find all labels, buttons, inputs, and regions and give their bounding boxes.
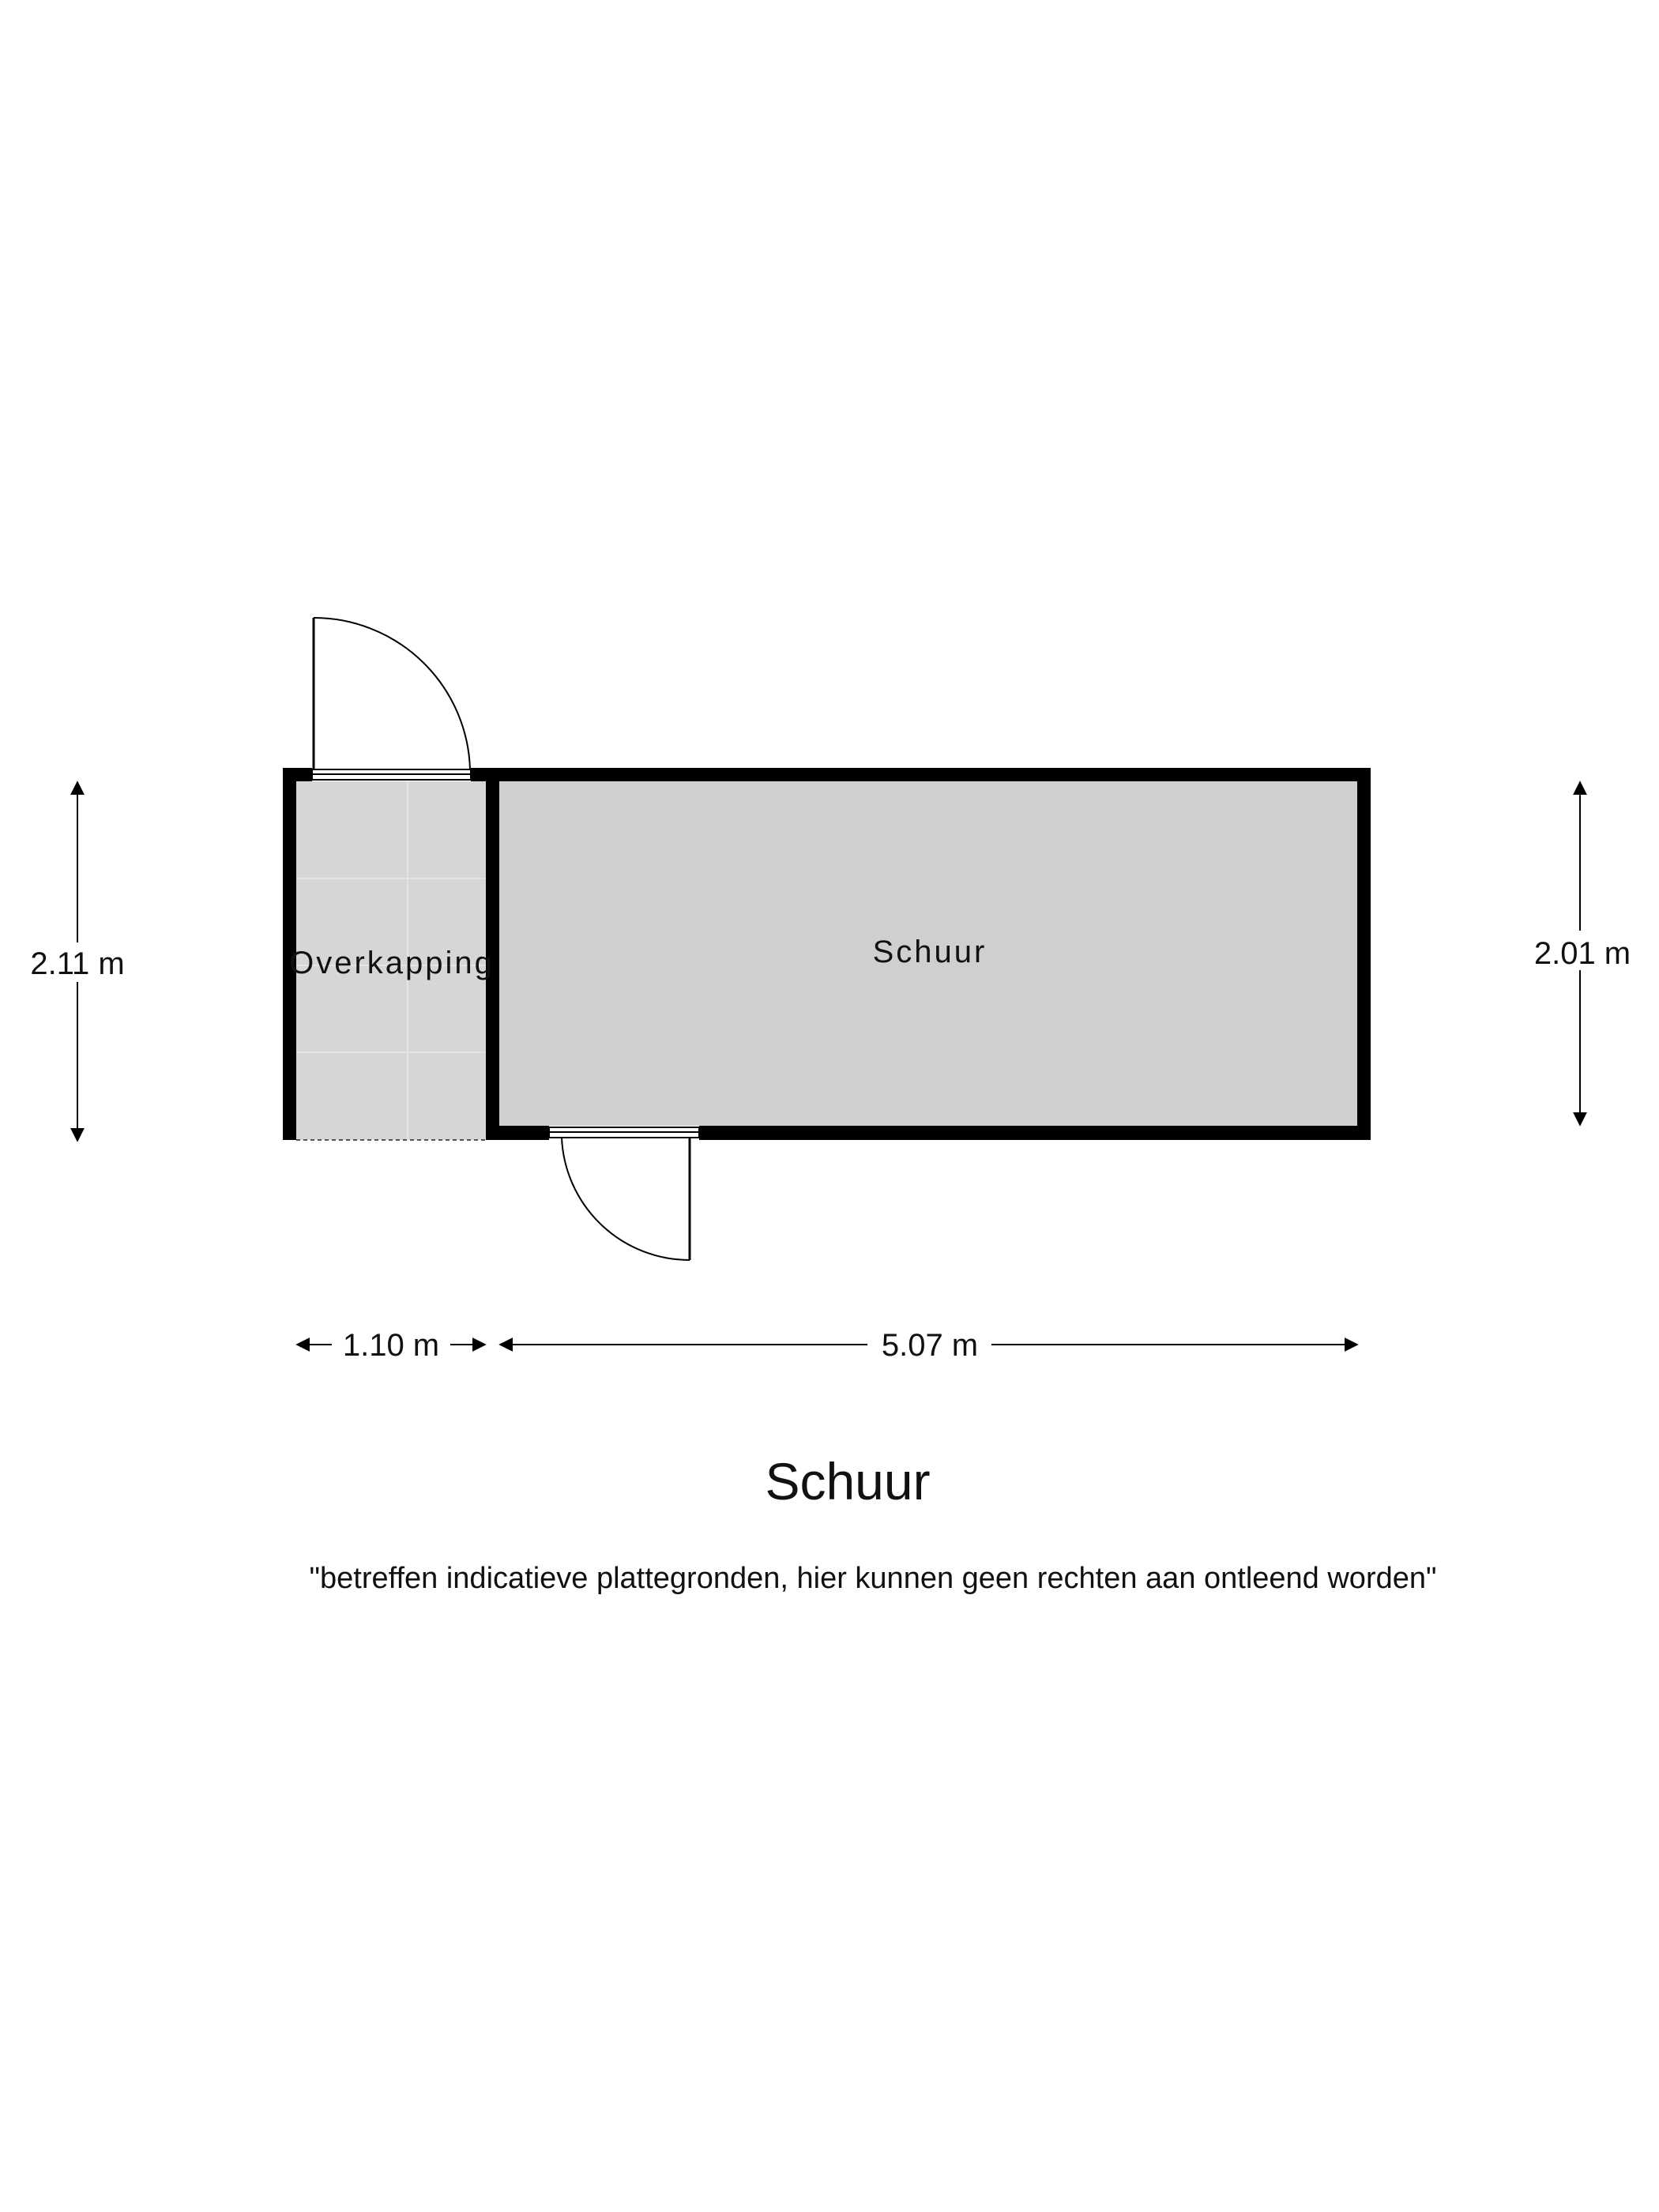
overkapping-floor xyxy=(296,781,486,1140)
dimension-label-left-height: 2.11 m xyxy=(30,946,124,981)
schuur-bottom-wall-right xyxy=(699,1126,1357,1140)
room-schuur xyxy=(499,781,1357,1126)
plan-disclaimer: "betreffen indicatieve plattegronden, hi… xyxy=(310,1562,1437,1595)
schuur-right-wall xyxy=(1357,768,1371,1140)
room-label-overkapping: Overkapping xyxy=(289,946,495,980)
plan-title: Schuur xyxy=(765,1452,930,1510)
schuur-left-wall xyxy=(486,768,499,1140)
room-overkapping xyxy=(296,781,486,1140)
dimension-label-schuur-width: 5.07 m xyxy=(882,1328,978,1363)
dimension-label-overkapping-width: 1.10 m xyxy=(343,1328,439,1363)
dimension-left-height: 2.11 m xyxy=(24,781,134,1142)
door-overkapping xyxy=(311,617,472,781)
dimension-label-right-height: 2.01 m xyxy=(1534,936,1631,971)
overkapping-top-wall-stub-left xyxy=(296,768,312,781)
schuur-top-wall xyxy=(499,768,1371,781)
schuur-bottom-wall-left xyxy=(499,1126,549,1140)
room-label-schuur: Schuur xyxy=(873,935,988,969)
door-swing-arc xyxy=(561,1137,690,1262)
walls xyxy=(283,768,1371,1140)
door-swing-arc xyxy=(313,617,471,770)
overkapping-tiles xyxy=(296,781,486,1140)
door-schuur xyxy=(548,1127,700,1262)
dimension-right-height: 2.01 m xyxy=(1525,781,1643,1127)
overkapping-left-wall xyxy=(283,768,296,1140)
overkapping-top-wall-stub-right xyxy=(471,768,486,781)
